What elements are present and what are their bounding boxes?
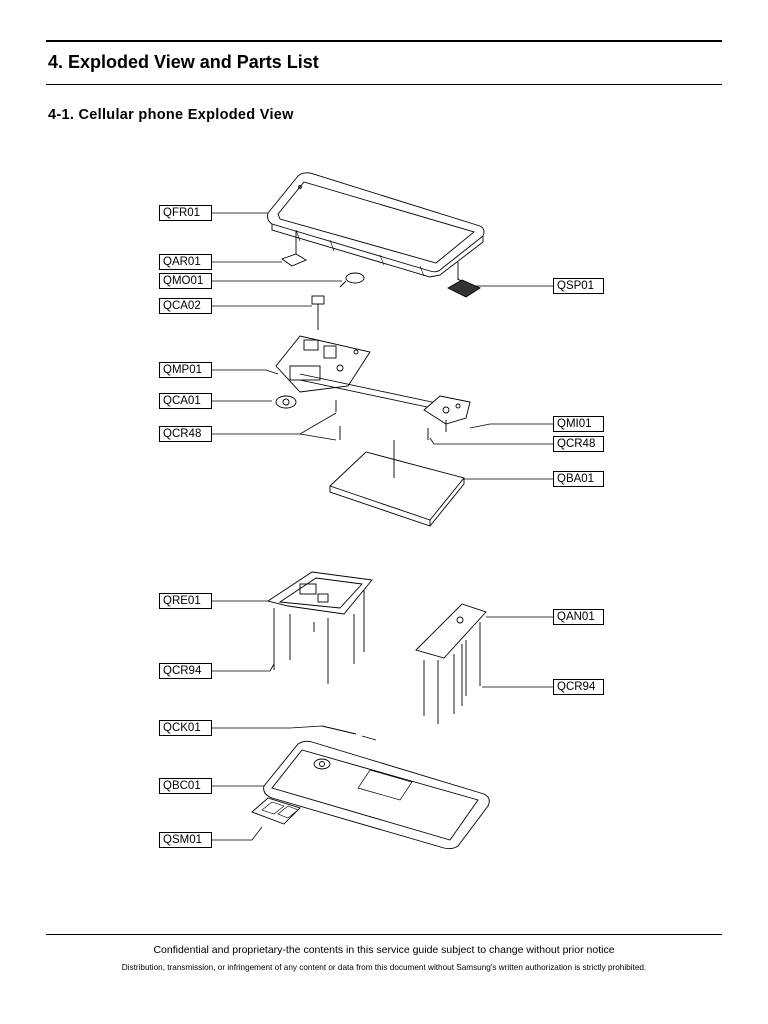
leader-lines <box>212 212 553 841</box>
connector-cable-part <box>311 295 325 330</box>
motor-part <box>339 272 365 288</box>
callout-qca02: QCA02 <box>159 298 212 314</box>
callout-qsm01: QSM01 <box>159 832 212 848</box>
callout-qcr94-left: QCR94 <box>159 663 212 679</box>
page-title: 4. Exploded View and Parts List <box>48 52 319 72</box>
callout-qmo01: QMO01 <box>159 273 212 289</box>
callout-qre01: QRE01 <box>159 593 212 609</box>
sub-pcb-part <box>423 395 471 425</box>
callout-qba01: QBA01 <box>553 471 604 487</box>
callout-qcr48-right: QCR48 <box>553 436 604 452</box>
rear-case-part <box>266 571 373 684</box>
top-rule <box>46 40 722 42</box>
front-cover-part <box>267 172 485 278</box>
back-cover-part <box>263 740 490 850</box>
main-pcb-part <box>275 335 461 415</box>
antenna-module-part <box>415 603 487 724</box>
speaker-part <box>447 262 481 298</box>
battery-part <box>329 440 465 527</box>
footer-confidential-notice: Confidential and proprietary-the content… <box>153 944 615 956</box>
callout-qar01: QAR01 <box>159 254 212 270</box>
callout-qcr48-left: QCR48 <box>159 426 212 442</box>
camera-part <box>275 395 297 409</box>
footer-rule <box>46 934 722 935</box>
callout-qcr94-right: QCR94 <box>553 679 604 695</box>
section-title: 4-1. Cellular phone Exploded View <box>48 107 294 123</box>
callout-qan01: QAN01 <box>553 609 604 625</box>
receiver-part <box>281 231 307 267</box>
callout-qsp01: QSP01 <box>553 278 604 294</box>
screw-qcr48-part <box>335 400 447 440</box>
sim-tray-part <box>251 797 301 825</box>
callout-qbc01: QBC01 <box>159 778 212 794</box>
callout-qck01: QCK01 <box>159 720 212 736</box>
footer-distribution-notice: Distribution, transmission, or infringem… <box>121 963 647 972</box>
title-rule <box>46 84 722 85</box>
callout-qmp01: QMP01 <box>159 362 212 378</box>
callout-qfr01: QFR01 <box>159 205 212 221</box>
callout-qmi01: QMI01 <box>553 416 604 432</box>
callout-qca01: QCA01 <box>159 393 212 409</box>
side-key-part <box>321 725 377 741</box>
